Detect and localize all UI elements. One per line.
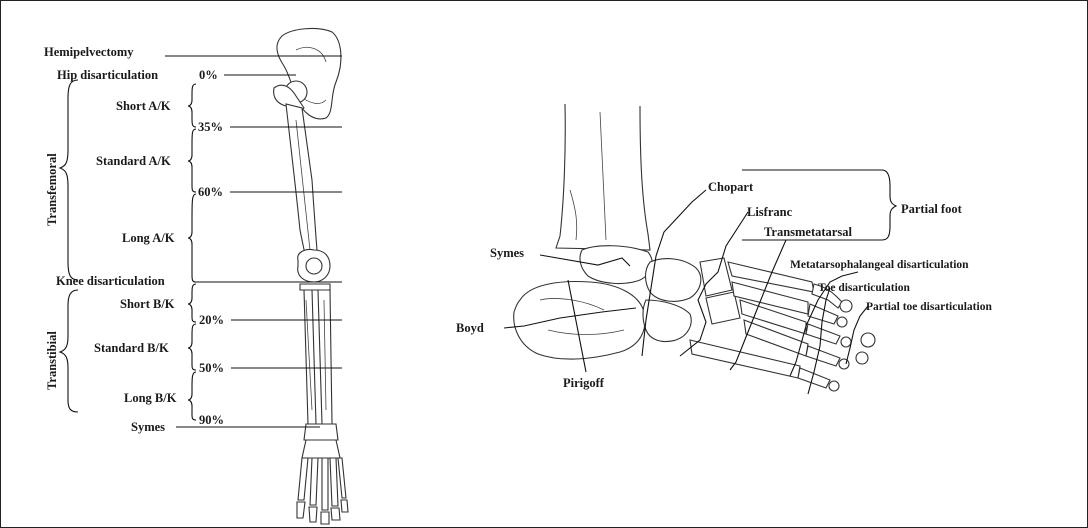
label-transmetatarsal: Transmetatarsal bbox=[764, 225, 852, 239]
label-hemipelvectomy: Hemipelvectomy bbox=[44, 45, 134, 59]
label-standard-bk: Standard B/K bbox=[94, 341, 169, 355]
foot-skeleton-illustration bbox=[514, 104, 875, 391]
label-transtibial: Transtibial bbox=[45, 331, 59, 390]
label-long-bk: Long B/K bbox=[124, 391, 177, 405]
label-short-ak: Short A/K bbox=[116, 99, 171, 113]
label-symes-leg: Symes bbox=[131, 420, 165, 434]
segment-braces bbox=[188, 84, 196, 420]
label-boyd: Boyd bbox=[456, 321, 484, 335]
leg-skeleton-illustration bbox=[274, 29, 348, 524]
percent-60: 60% bbox=[198, 185, 223, 199]
label-partial-toe-disarticulation: Partial toe disarticulation bbox=[866, 301, 992, 313]
percent-35: 35% bbox=[198, 120, 223, 134]
label-symes-foot: Symes bbox=[490, 246, 524, 260]
label-toe-disarticulation: Toe disarticulation bbox=[818, 282, 911, 294]
label-partial-foot: Partial foot bbox=[901, 202, 963, 216]
percent-20: 20% bbox=[199, 313, 224, 327]
label-knee-disarticulation: Knee disarticulation bbox=[56, 274, 165, 288]
label-chopart: Chopart bbox=[708, 180, 754, 194]
label-short-bk: Short B/K bbox=[120, 297, 175, 311]
label-transfemoral: Transfemoral bbox=[45, 153, 59, 226]
label-standard-ak: Standard A/K bbox=[96, 154, 171, 168]
label-hip-disarticulation: Hip disarticulation bbox=[57, 68, 158, 82]
label-long-ak: Long A/K bbox=[122, 231, 175, 245]
label-metatarsophalangeal-disarticulation: Metatarsophalangeal disarticulation bbox=[790, 259, 969, 271]
percent-50: 50% bbox=[199, 361, 224, 375]
percent-0: 0% bbox=[199, 68, 218, 82]
group-braces bbox=[60, 80, 78, 412]
label-pirigoff: Pirigoff bbox=[563, 376, 605, 390]
label-lisfranc: Lisfranc bbox=[747, 205, 793, 219]
percent-90: 90% bbox=[199, 413, 224, 427]
